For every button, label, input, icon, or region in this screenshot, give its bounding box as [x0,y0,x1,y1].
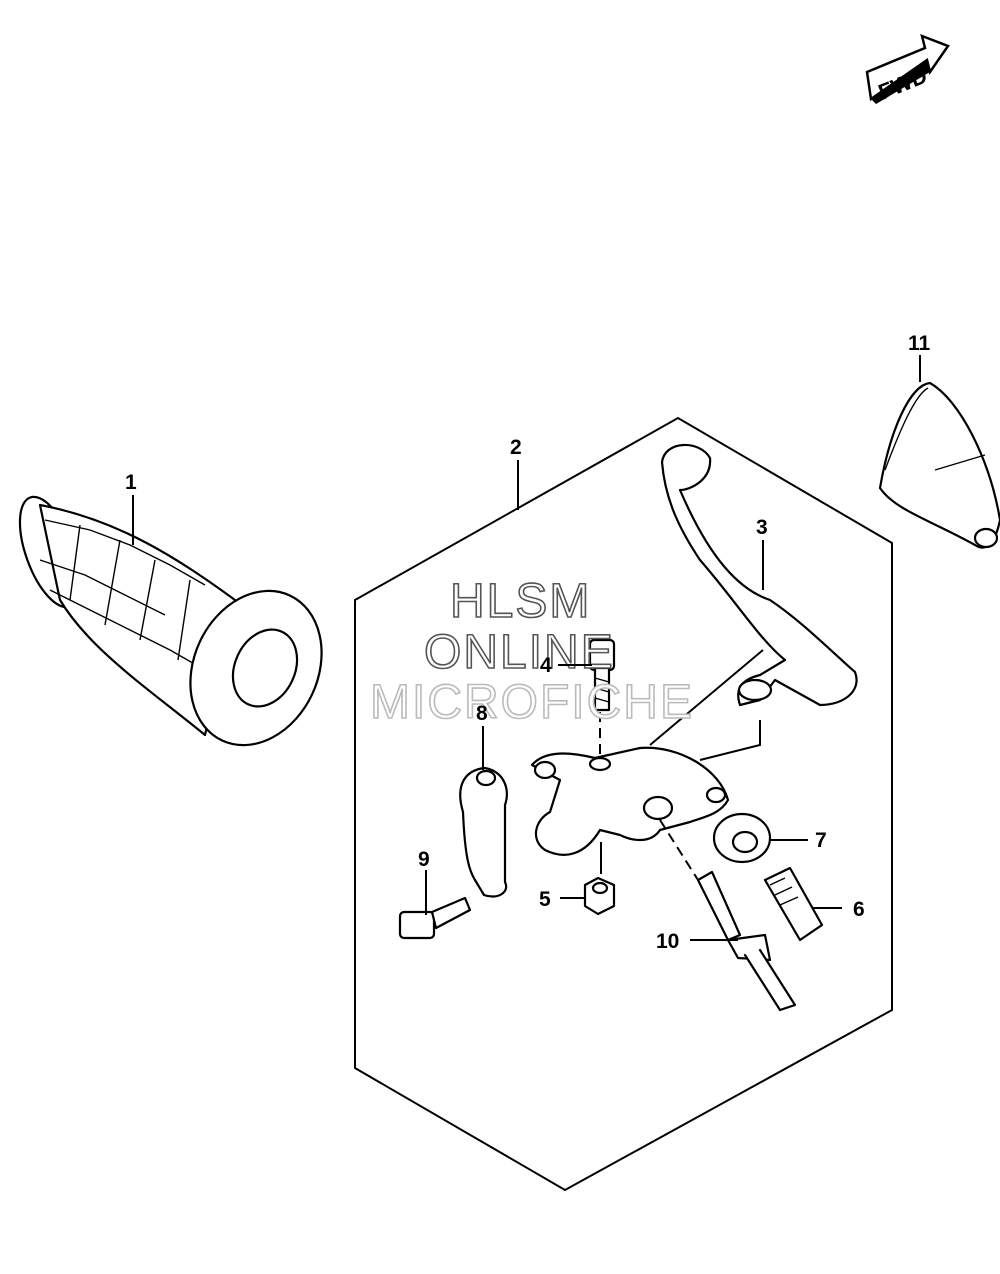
watermark-line-3: MICROFICHE [370,676,694,729]
callout-11: 11 [908,332,931,355]
callout-6: 6 [853,898,865,921]
assembly-outline [354,416,893,1192]
lever-cover-part [878,381,1000,549]
clamp-part [459,766,508,898]
callout-1: 1 [125,471,137,494]
callout-10: 10 [656,930,679,953]
callout-5: 5 [539,888,551,911]
callout-4: 4 [540,654,552,677]
grip-part [18,495,323,747]
fwd-arrow-icon: FWD [865,33,950,105]
callout-7: 7 [815,829,827,852]
lever-holder-part [530,649,764,856]
callout-3: 3 [756,516,768,539]
watermark-line-1: HLSM [450,575,591,628]
locknut-part [712,812,772,864]
adjuster-part [763,866,824,942]
callout-9: 9 [418,848,430,871]
callout-2: 2 [510,436,522,459]
callout-8: 8 [476,702,488,725]
watermark-line-2: ONLINE [424,626,615,679]
nut-part [583,842,616,916]
bolt-part [588,638,616,760]
clamp-bolt-part [398,896,472,940]
cable-part [659,819,797,1012]
lever-part [660,443,858,707]
